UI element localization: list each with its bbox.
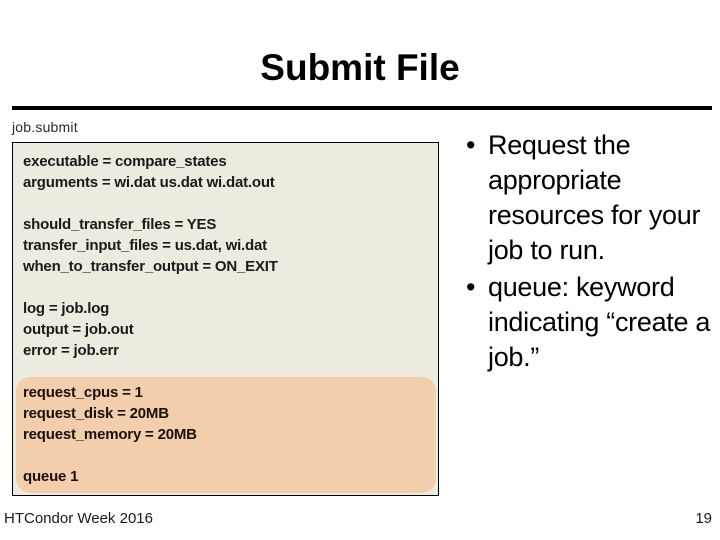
code-line-blank (23, 193, 438, 214)
bullet-text: queue: keyword indicating “create a job.… (488, 272, 711, 372)
bullet-dot-icon: • (466, 130, 476, 160)
submit-file-caption: job.submit (12, 119, 78, 135)
code-line: arguments = wi.dat us.dat wi.dat.out (23, 174, 275, 191)
footer-event-label: HTCondor Week 2016 (4, 510, 153, 527)
code-line: when_to_transfer_output = ON_EXIT (23, 258, 278, 275)
bullet-text: Request the appropriate resources for yo… (488, 130, 701, 265)
bullet-item: • Request the appropriate resources for y… (462, 128, 714, 268)
code-line: error = job.err (23, 342, 119, 359)
code-line: output = job.out (23, 321, 134, 338)
title-divider (12, 106, 712, 110)
slide-title: Submit File (260, 47, 460, 88)
code-line: log = job.log (23, 300, 110, 317)
code-line-blank (23, 277, 438, 298)
code-line: queue 1 (23, 468, 79, 485)
code-line: request_disk = 20MB (23, 405, 169, 422)
code-line: request_memory = 20MB (23, 426, 197, 443)
footer-page-number: 19 (695, 510, 712, 527)
code-line-blank (23, 361, 438, 382)
code-line: request_cpus = 1 (23, 384, 143, 401)
slide-footer: HTCondor Week 2016 19 (0, 508, 720, 532)
code-lines: executable = compare_states arguments = w… (23, 151, 438, 487)
code-line: executable = compare_states (23, 153, 227, 170)
bullet-dot-icon: • (466, 272, 476, 302)
resource-request-highlight (16, 377, 436, 493)
code-line-blank (23, 445, 438, 466)
right-column: • Request the appropriate resources for y… (462, 128, 714, 377)
code-line: should_transfer_files = YES (23, 216, 217, 233)
bullet-item: • queue: keyword indicating “create a job… (462, 270, 714, 375)
code-line: transfer_input_files = us.dat, wi.dat (23, 237, 267, 254)
bullet-list: • Request the appropriate resources for y… (462, 128, 714, 375)
submit-file-code-box: executable = compare_states arguments = w… (12, 142, 439, 496)
